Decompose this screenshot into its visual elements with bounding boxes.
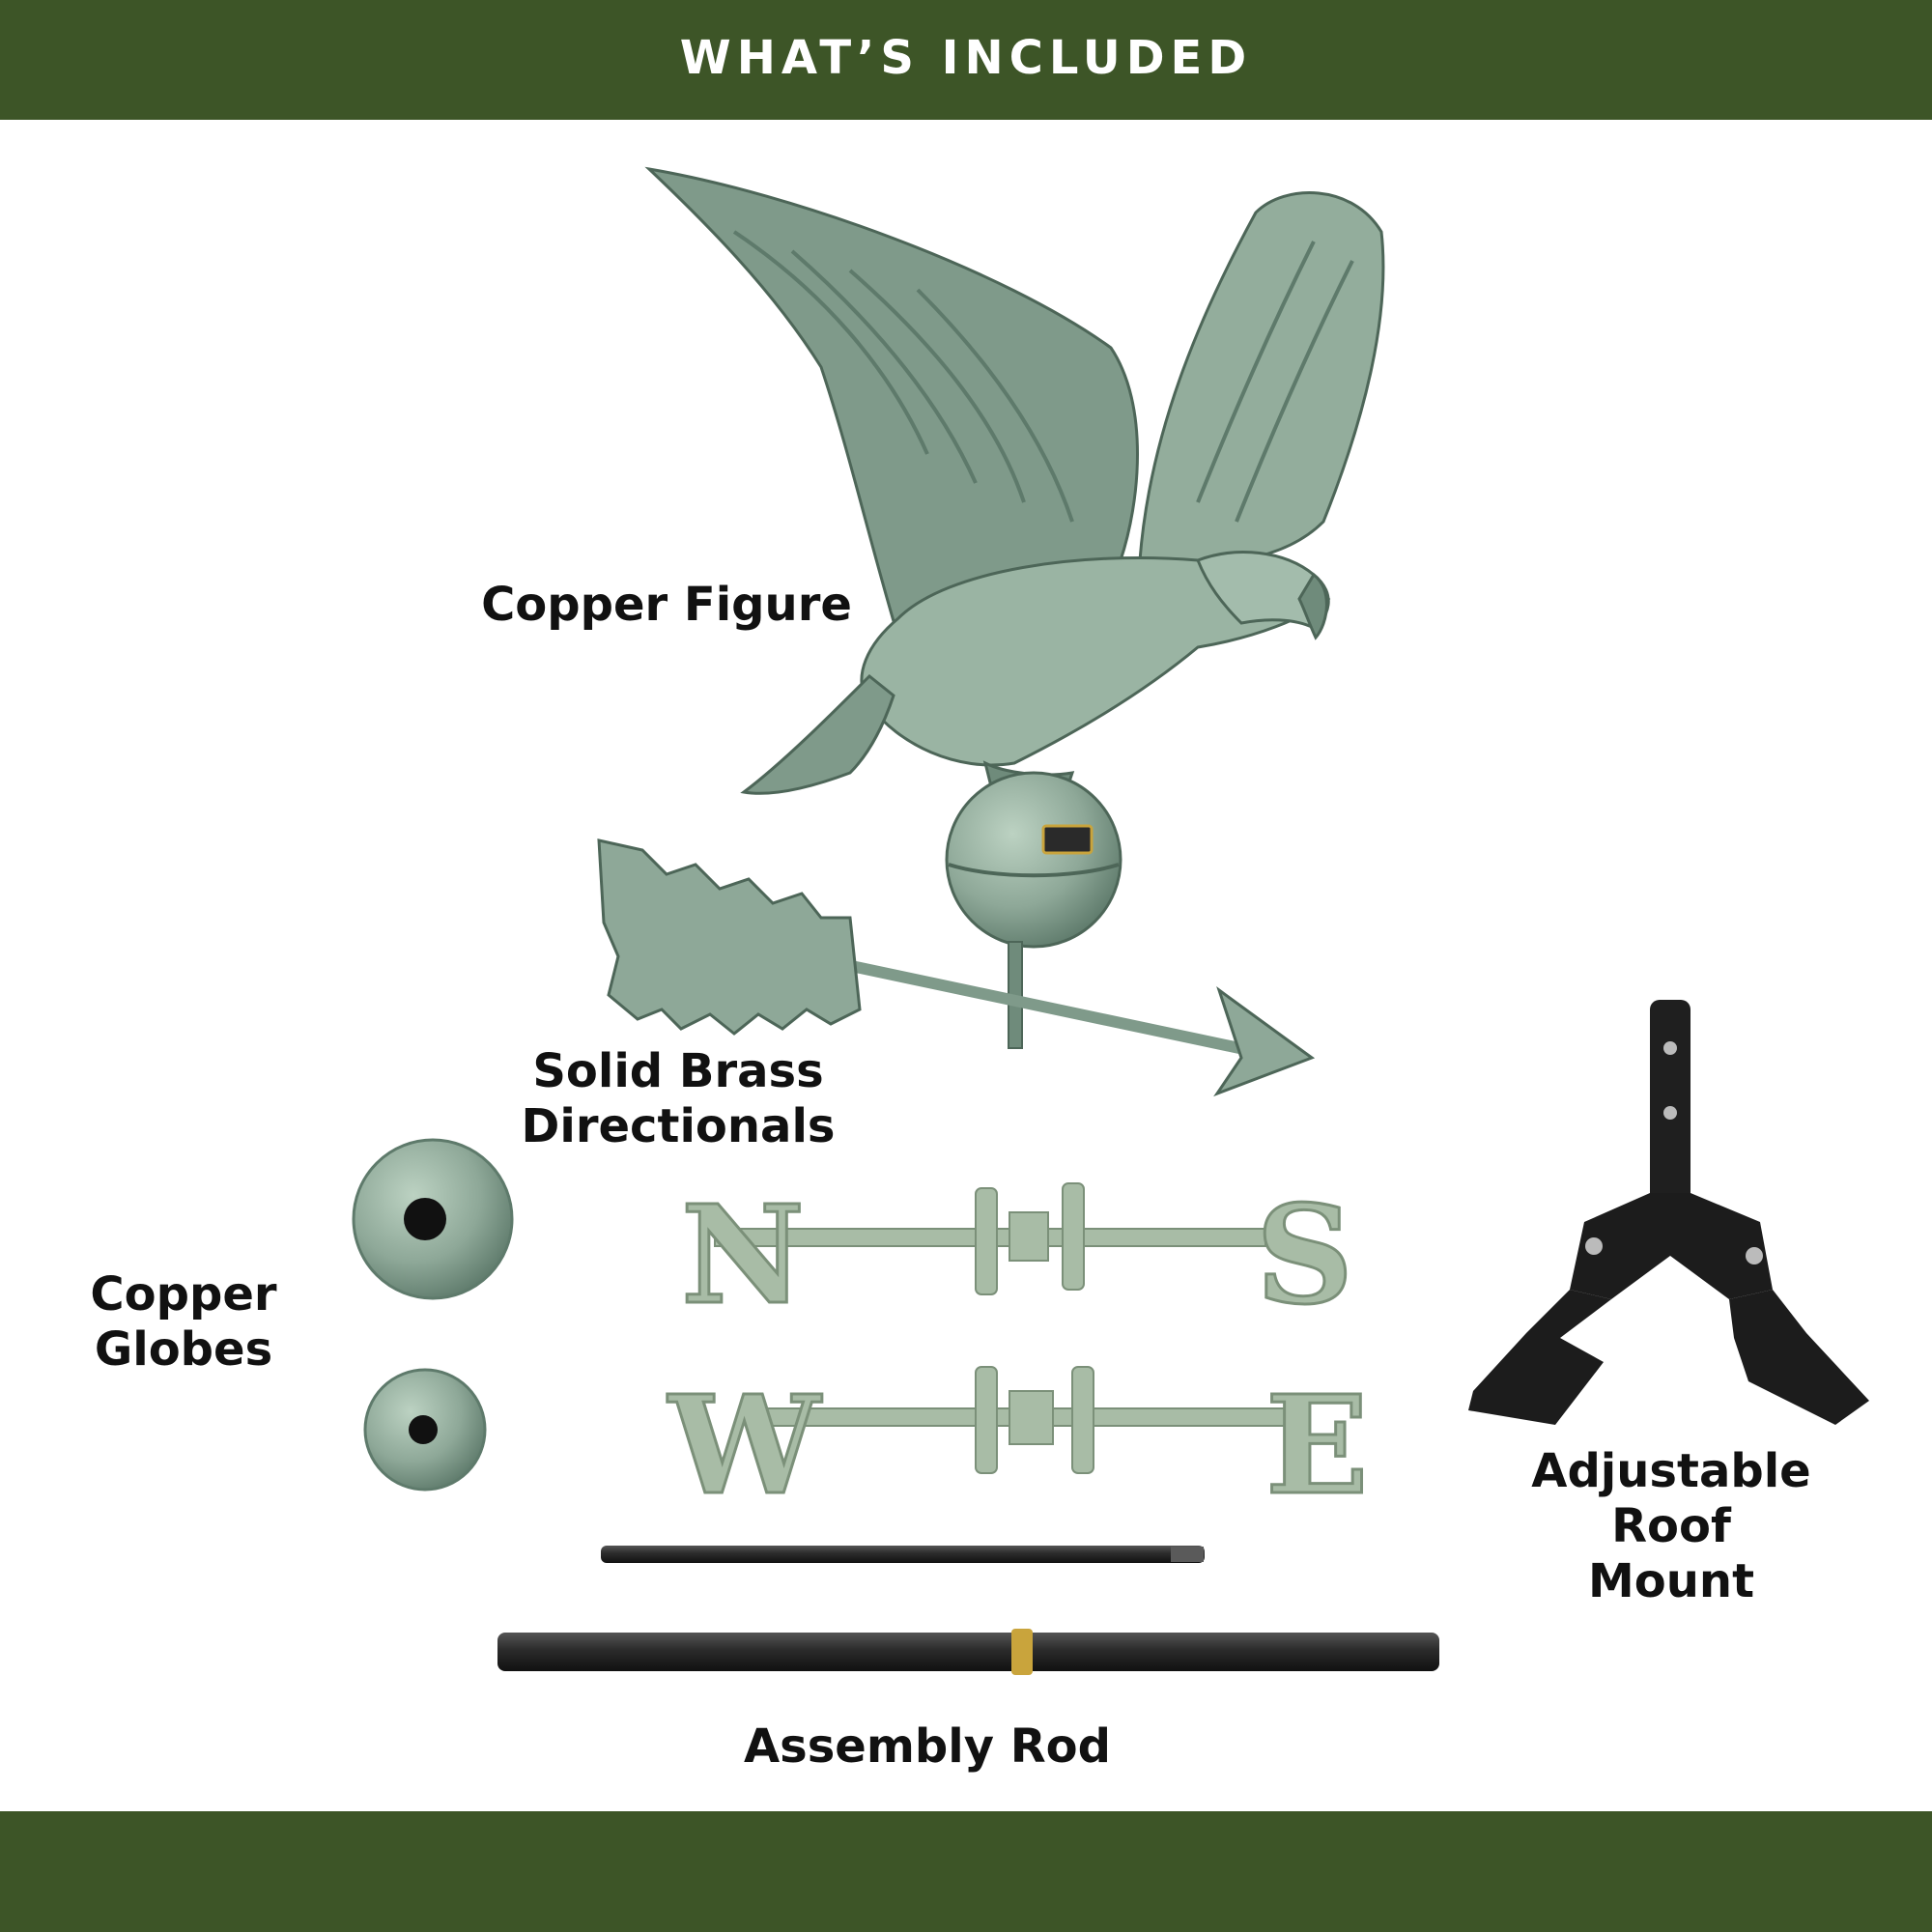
arrow-tail-fletching — [597, 838, 862, 1036]
footer-band — [0, 1811, 1932, 1932]
eagle-beak — [1297, 572, 1328, 640]
header-band — [0, 0, 1932, 120]
label-copper-figure: Copper Figure — [481, 578, 852, 632]
letter-e: E — [1265, 1367, 1369, 1525]
eagle-figure — [644, 166, 1385, 804]
assembly-rod-image — [497, 1629, 1439, 1675]
eagle-globe — [945, 771, 1122, 1049]
eagle-tail — [740, 673, 895, 795]
letter-s: S — [1256, 1177, 1353, 1335]
brass-coupling — [1011, 1629, 1033, 1675]
arrow-icon — [597, 838, 1316, 1097]
label-copper-globes: Copper Globes — [90, 1267, 277, 1377]
label-roof-mount: Adjustable Roof Mount — [1531, 1444, 1811, 1608]
eagle-right-wing — [1138, 191, 1385, 566]
brand-plate — [1041, 824, 1094, 855]
label-assembly-rod: Assembly Rod — [744, 1719, 1111, 1774]
roof-mount-icon — [1468, 1000, 1869, 1425]
directional-ns: N S — [680, 1176, 1355, 1337]
eagle-body — [860, 556, 1331, 767]
letter-w: W — [667, 1367, 822, 1525]
globe-icon-small — [363, 1368, 487, 1492]
label-directionals: Solid Brass Directionals — [521, 1044, 836, 1153]
directional-we: W E — [666, 1366, 1371, 1527]
letter-n: N — [681, 1177, 805, 1335]
globe-icon — [352, 1138, 514, 1300]
page-title: WHAT’S INCLUDED — [679, 31, 1253, 85]
arrow-head — [1213, 986, 1316, 1097]
thin-rod — [601, 1546, 1205, 1563]
